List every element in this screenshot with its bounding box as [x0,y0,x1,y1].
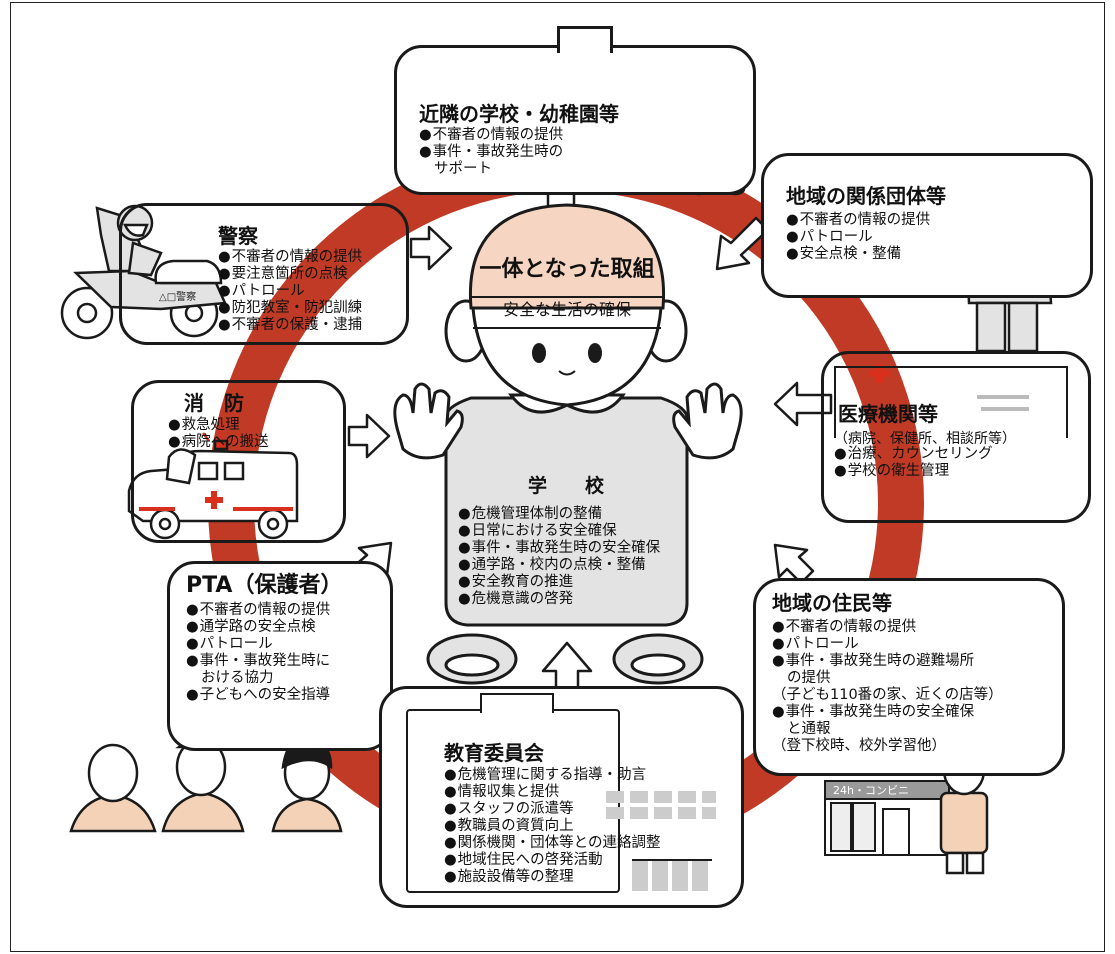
neighbor-schools-list: 不審者の情報の提供 事件・事故発生時の サポート [419,127,564,178]
board-building-roof [480,693,554,713]
neighbor-schools-box: 近隣の学校・幼稚園等 不審者の情報の提供 事件・事故発生時の サポート [394,26,756,195]
medical-building-outline [834,366,1068,438]
right-hand [672,382,743,460]
fire-title: 消 防 [184,391,244,415]
neighbor-schools-title: 近隣の学校・幼稚園等 [419,102,619,126]
center-headline: 一体となった取組 [479,257,655,282]
arrow-from-medical [773,381,833,427]
medical-title: 医療機関等 [838,402,938,426]
pta-title: PTA（保護者） [186,573,343,598]
medical-item: 学校の衛生管理 [834,463,993,480]
parents-illustration [69,737,343,833]
pta-item: 通学路の安全点検 [186,619,330,636]
arrow-from-fire [347,413,391,459]
school-item: 通学路・校内の点検・整備 [458,557,660,574]
police-list: 不審者の情報の提供 要注意箇所の点検 パトロール 防犯教室・防犯訓練 不審者の保… [218,249,363,334]
bike-label: △□警察 [159,292,197,303]
police-title: 警察 [218,224,258,248]
medical-subtitle: （病院、保健所、相談所等） [834,431,1016,447]
residents-box: 地域の住民等 不審者の情報の提供 パトロール 事件・事故発生時の避難場所 の提供… [753,578,1065,776]
fire-list: 救急処理 病院への搬送 [168,417,269,451]
arrow-from-police [409,225,453,271]
pta-item: 事件・事故発生時に [186,653,331,670]
child-head [471,306,663,407]
community-groups-title: 地域の関係団体等 [786,184,946,208]
board-item: 危機管理に関する指導・助言 [444,767,661,784]
pta-box: PTA（保護者） 不審者の情報の提供 通学路の安全点検 パトロール 事件・事故発… [167,561,393,751]
community-groups-box: 地域の関係団体等 不審者の情報の提供 パトロール 安全点検・整備 [761,153,1093,298]
store-sign: 24h・コンビニ [833,784,909,797]
school-list: 危機管理体制の整備 日常における安全確保 事件・事故発生時の安全確保 通学路・校… [458,506,661,608]
community-groups-item: 安全点検・整備 [786,246,930,263]
board-list: 危機管理に関する指導・助言 情報収集と提供 スタッフの派遣等 教職員の資質向上 … [444,767,661,886]
school-item: 日常における安全確保 [458,523,660,540]
pta-list: 不審者の情報の提供 通学路の安全点検 パトロール 事件・事故発生時に おける協力… [186,602,331,704]
neighbor-schools-item-cont: サポート [434,161,492,177]
police-item: 不審者の保護・逮捕 [218,317,363,334]
board-item: 教職員の資質向上 [444,818,661,835]
residents-item: 事件・事故発生時の避難場所 [772,653,1003,670]
pta-item-cont: おける協力 [201,670,274,686]
school-item: 危機管理体制の整備 [458,506,660,523]
neighbor-schools-item: 事件・事故発生時の [419,144,564,161]
school-item: 危機意識の啓発 [458,591,660,608]
school-title: 学 校 [527,475,604,497]
residents-item-cont: と通報 [787,721,831,737]
residents-list: 不審者の情報の提供 パトロール 事件・事故発生時の避難場所 の提供 （子ども11… [772,619,1003,755]
residents-item-cont: の提供 [787,670,831,686]
residents-item: パトロール [772,636,1003,653]
fire-item: 病院への搬送 [168,434,269,451]
pta-item: 不審者の情報の提供 [186,602,331,619]
board-item: 情報収集と提供 [444,784,661,801]
police-item: 防犯教室・防犯訓練 [218,300,363,317]
medical-list: 治療、カウンセリング 学校の衛生管理 [834,446,993,480]
pta-item: 子どもへの安全指導 [186,687,331,704]
residents-item: 不審者の情報の提供 [772,619,1003,636]
community-groups-item: パトロール [786,229,930,246]
board-item: 関係機関・団体等との連絡調整 [444,835,661,852]
left-hand [393,382,464,460]
community-groups-list: 不審者の情報の提供 パトロール 安全点検・整備 [786,212,931,263]
board-item: 地域住民への啓発活動 [444,852,661,869]
police-item: パトロール [218,283,362,300]
residents-item-note: （子ども110番の家、近くの店等） [772,687,1003,703]
board-item: スタッフの派遣等 [444,801,661,818]
pta-item: パトロール [186,636,330,653]
fire-box: 消 防 救急処理 病院への搬送 [131,380,346,543]
center-subline: 安全な生活の確保 [502,300,631,319]
medical-box: 医療機関等 （病院、保健所、相談所等） 治療、カウンセリング 学校の衛生管理 [821,351,1091,523]
convenience-store-illustration [824,780,950,856]
residents-title: 地域の住民等 [772,591,892,615]
school-item: 事件・事故発生時の安全確保 [458,540,661,557]
ambulance-illustration [127,429,299,540]
arrow-from-community-groups [715,216,770,271]
diagram-frame: 近隣の学校・幼稚園等 不審者の情報の提供 事件・事故発生時の サポート 地域の関… [10,2,1105,952]
board-box: 教育委員会 危機管理に関する指導・助言 情報収集と提供 スタッフの派遣等 教職員… [379,686,744,908]
school-item: 安全教育の推進 [458,574,660,591]
police-box: 警察 不審者の情報の提供 要注意箇所の点検 パトロール 防犯教室・防犯訓練 不審… [119,203,409,345]
school-roof [557,26,613,53]
fire-item: 救急処理 [168,417,269,434]
residents-item-note: （登下校時、校外学習他） [772,738,946,754]
helmet [468,203,666,310]
police-item: 要注意箇所の点検 [218,266,362,283]
police-item: 不審者の情報の提供 [218,249,363,266]
board-title: 教育委員会 [444,741,544,765]
neighbor-schools-item: 不審者の情報の提供 [419,127,564,144]
board-item: 施設設備等の整理 [444,869,661,886]
medical-item: 治療、カウンセリング [834,446,993,463]
community-groups-item: 不審者の情報の提供 [786,212,931,229]
residents-item: 事件・事故発生時の安全確保 [772,704,1003,721]
